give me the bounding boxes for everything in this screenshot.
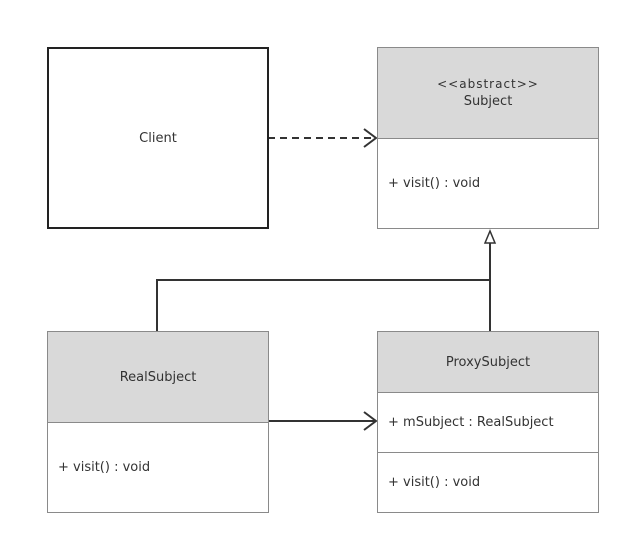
real-subject-method: + visit() : void — [58, 460, 151, 475]
proxy-subject-methods: + visit() : void — [378, 452, 598, 512]
proxy-subject-fields: + mSubject : RealSubject — [378, 392, 598, 452]
real-subject-methods: + visit() : void — [48, 422, 268, 512]
subject-stereotype: <<abstract>> — [437, 77, 539, 91]
subject-class[interactable]: <<abstract>> Subject + visit() : void — [377, 47, 599, 229]
subject-method: + visit() : void — [388, 176, 481, 191]
proxy-subject-method: + visit() : void — [388, 475, 481, 490]
client-class-name: Client — [139, 130, 177, 146]
proxy-subject-header: ProxySubject — [378, 332, 598, 392]
subject-header: <<abstract>> Subject — [378, 48, 598, 138]
client-class[interactable]: Client — [47, 47, 269, 229]
proxy-subject-class[interactable]: ProxySubject + mSubject : RealSubject + … — [377, 331, 599, 513]
proxy-subject-class-name: ProxySubject — [445, 354, 531, 370]
proxy-subject-field: + mSubject : RealSubject — [388, 415, 554, 430]
association-arrowhead — [363, 411, 378, 431]
subject-methods: + visit() : void — [378, 138, 598, 228]
real-subject-class-name: RealSubject — [119, 369, 197, 385]
generalization-line-real — [156, 279, 490, 332]
dependency-arrowhead — [363, 128, 378, 148]
subject-class-name: Subject — [463, 94, 513, 109]
generalization-arrowhead — [483, 229, 497, 244]
real-subject-class[interactable]: RealSubject + visit() : void — [47, 331, 269, 513]
real-subject-header: RealSubject — [48, 332, 268, 422]
